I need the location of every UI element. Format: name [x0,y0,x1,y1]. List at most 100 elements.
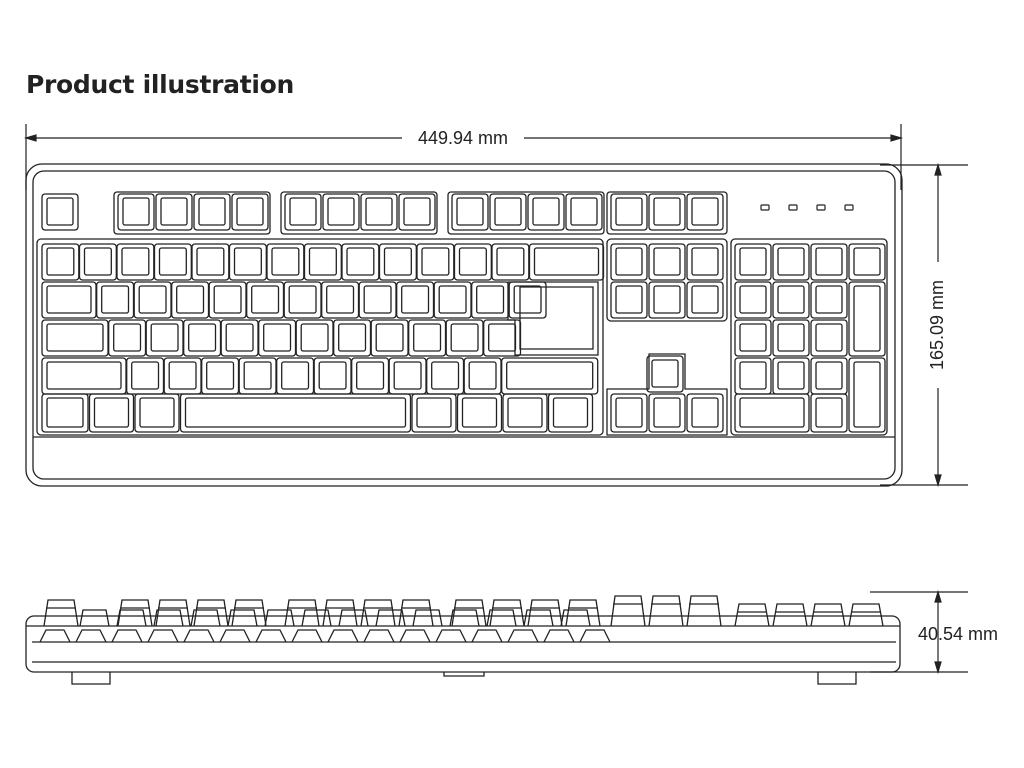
keycap [193,193,231,231]
side-front-keycap [75,629,107,643]
keycap-top [468,361,497,390]
keycap [646,355,684,393]
keycap-top [815,247,843,276]
enter-key [507,281,599,356]
side-keycap [360,599,396,627]
dimension-lines [23,124,968,675]
keycap-top [506,361,594,390]
keycap [456,393,503,433]
keycap-top [777,323,805,352]
side-keycap [686,595,722,627]
keycap-top [615,247,643,276]
keycap [155,193,193,231]
keycap [396,281,435,319]
side-keycap [489,599,525,627]
keycap-top [46,197,74,226]
keycap-top [46,361,122,390]
keycap [502,393,548,433]
keycap-top [532,197,560,226]
keycap [341,243,380,281]
side-rear-keycap [449,609,480,627]
keyboard-side-view [25,595,901,685]
keycap-top [496,247,525,276]
side-rear-keycap [301,609,332,627]
keycap-top [507,397,543,428]
side-front-keycap [111,629,143,643]
keycap-top [456,197,484,226]
side-front-keycap [507,629,539,643]
keycap-top [691,285,719,314]
side-rear-keycap [116,609,147,627]
keycap-top [431,361,460,390]
keycap-top [46,285,92,314]
width-dimension-label: 449.94 mm [418,128,508,148]
side-front-keycap [255,629,287,643]
keycap [134,393,180,433]
side-keycap [565,599,601,627]
keycap [451,193,489,231]
side-keycap [610,595,646,627]
keycap [171,281,210,319]
keycap [231,193,269,231]
keycap-top [458,247,487,276]
keycap-top [777,285,805,314]
keycap-top [815,323,843,352]
indicator-leds [760,204,854,211]
keycap [398,193,436,231]
side-keycap [43,599,79,627]
keycap [96,281,135,319]
keycap [734,243,772,281]
keycap [491,243,530,281]
keycap [358,281,397,319]
side-front-keycap [183,629,215,643]
keycap [408,319,447,357]
keycap-top [615,397,643,428]
keycap [547,393,594,433]
side-front-keycap [291,629,323,643]
keycap-top [213,285,242,314]
keycap-top [138,285,167,314]
keycap [378,243,417,281]
side-rear-keycap [560,609,591,627]
keycap [772,243,810,281]
keycap [772,319,810,357]
side-keycap [648,595,684,627]
keycap-top [308,247,337,276]
keycap-top [46,247,75,276]
keycap-top [853,361,881,428]
keycap-top [196,247,225,276]
keycap-top [651,359,679,388]
keycap-top [413,323,442,352]
keycap [489,193,527,231]
keycap [686,393,724,433]
keycap-top [363,285,392,314]
keycap-top [393,361,422,390]
keycap-top [160,197,188,226]
side-rear-keycap [338,609,369,627]
keycap-top [150,323,179,352]
keycap-top [691,247,719,276]
keycap-top [93,397,130,428]
keycap-top [83,247,112,276]
side-keycap [451,599,487,627]
side-keycap [193,599,229,627]
side-front-keycap [219,629,251,643]
keycap-top [46,397,84,428]
side-keycap [734,603,770,627]
side-rear-keycap [486,609,517,627]
side-keycap [231,599,267,627]
keycap [686,193,724,231]
side-rear-keycap [523,609,554,627]
keycap [734,281,772,319]
keycap-top [488,323,517,352]
keycap [303,243,342,281]
height-dimension-label: 40.54 mm [918,624,998,644]
keycap-top [476,285,505,314]
side-keycap [284,599,320,627]
keycap-top [461,397,498,428]
keycap [528,243,605,281]
keycap [810,393,848,433]
side-keycaps [39,595,884,643]
keycap [734,393,810,433]
